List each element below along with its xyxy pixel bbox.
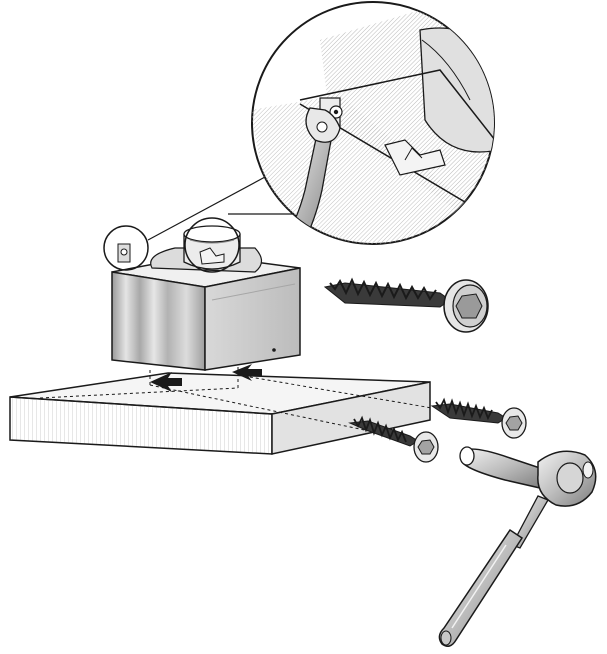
detail-circle-left <box>103 225 149 271</box>
magnifier-callout-icon <box>147 1 495 245</box>
screw-icon-large <box>323 277 489 333</box>
detail-circle-right <box>184 217 240 273</box>
hood-body <box>111 254 301 371</box>
blower-collar <box>150 225 263 273</box>
cabinet-board <box>9 365 433 455</box>
ratchet-wrench-icon <box>438 446 597 647</box>
direction-arrow-icon <box>150 364 262 392</box>
screw-icon-middle <box>430 397 527 439</box>
screw-icon-lower <box>348 415 439 463</box>
wrench-icon <box>278 107 341 244</box>
